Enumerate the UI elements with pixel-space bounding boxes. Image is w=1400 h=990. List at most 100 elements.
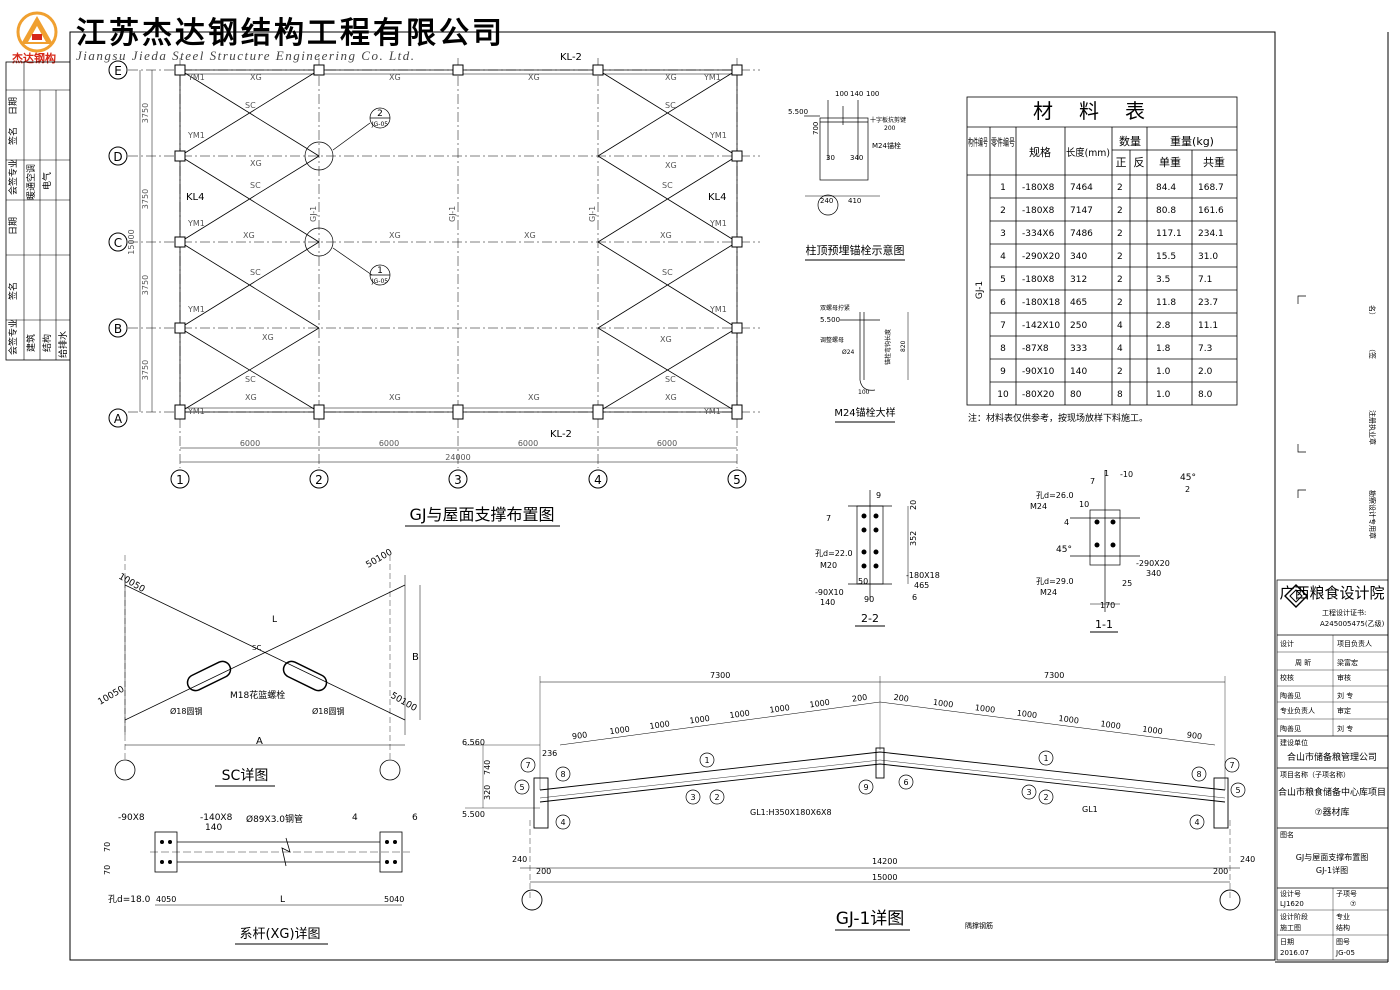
callout-num: 5 (1235, 786, 1240, 795)
col-label: YM1 (709, 219, 727, 228)
stamp-labels: 注册执业章 勘察设计专用章 （签 名） (1368, 305, 1377, 539)
span-dim: 1000 (932, 698, 953, 710)
note: 锚栓弯钩长度 (884, 329, 892, 365)
table-cell: 84.4 (1156, 183, 1176, 193)
elevation: 5.500 (462, 810, 485, 819)
table-cell: -180X8 (1022, 206, 1055, 216)
section-2-2 (848, 490, 909, 600)
note: -290X20 (1136, 559, 1170, 568)
tie-label: XG (660, 335, 672, 344)
institute-name: 广西粮食设计院 (1279, 584, 1384, 602)
note: M20 (820, 561, 837, 570)
span-dim: 900 (572, 730, 588, 741)
tie-label: XG (250, 73, 262, 82)
elevation: 5.500 (820, 316, 840, 324)
note: -90X8 (118, 813, 145, 823)
tie-label: XG (245, 393, 257, 402)
client-name: 合山市储备粮管理公司 (1287, 751, 1377, 763)
axis-label: E (114, 64, 122, 78)
dim: 6000 (379, 439, 399, 448)
stamp-label: 名） (1368, 305, 1377, 319)
table-cell: 2 (1117, 206, 1123, 216)
gj1-labels: 7300 7300 6.560 5.500 740 320 236 GL1:H3… (462, 671, 1255, 930)
col-label: YM1 (709, 305, 727, 314)
brace-label: SC (245, 375, 256, 384)
sub-project: ⑦器材库 (1314, 806, 1349, 818)
strip-label: 电气 (41, 172, 53, 190)
dim: 10050 (97, 684, 127, 707)
dim: 340 (850, 154, 863, 162)
stamp-label: 注册执业章 (1368, 410, 1377, 445)
dim: 6000 (240, 439, 260, 448)
field-label: 专业负责人 (1280, 706, 1315, 715)
company-name-cn: 江苏杰达钢结构工程有限公司 (76, 16, 505, 51)
table-cell: -334X6 (1022, 229, 1055, 239)
dim: A (256, 736, 263, 747)
dim: 3750 (141, 360, 150, 380)
table-cell: 8.0 (1198, 390, 1213, 400)
table-cell: 23.7 (1198, 298, 1218, 308)
drawing-frame (69, 31, 1276, 961)
table-cell: 2 (1117, 298, 1123, 308)
table-cell: 11.1 (1198, 321, 1218, 331)
plan-col-axes: 1 2 3 4 5 (170, 469, 747, 489)
callout-num: 2 (1043, 793, 1048, 802)
field-value: 梁富宏 (1337, 658, 1358, 667)
note: 调整螺母 (820, 336, 844, 344)
col-label: YM1 (187, 407, 205, 416)
dim: L (272, 615, 277, 625)
drawing-name: GJ与屋面支撑布置图 (1296, 852, 1369, 862)
table-cell: -90X10 (1022, 367, 1055, 377)
beam-label: KL-2 (550, 429, 572, 440)
table-cell: 340 (1070, 252, 1087, 262)
col-label: YM1 (703, 73, 721, 82)
dim: 4050 (156, 895, 176, 904)
table-cell: 7147 (1070, 206, 1093, 216)
brace-label: SC (662, 268, 673, 277)
tie-label: XG (524, 231, 536, 240)
table-cell: 2 (1117, 275, 1123, 285)
dim: 15000 (127, 229, 136, 254)
col-label: YM1 (187, 305, 205, 314)
span-dim: 200 (893, 693, 909, 704)
note: -140X8 (200, 813, 233, 823)
dim: 10050 (117, 572, 147, 595)
dim: 340 (1146, 569, 1161, 578)
brace-label: SC (665, 101, 676, 110)
field-label: 建设单位 (1280, 738, 1308, 747)
dim: 236 (542, 749, 557, 758)
dim: 200 (1213, 867, 1228, 876)
field-value: 陶善见 (1280, 691, 1301, 700)
callout-num: 1 (704, 756, 709, 765)
note: 200 (884, 125, 896, 132)
table-cell: 2 (1117, 229, 1123, 239)
table-cell: 8 (1117, 390, 1123, 400)
dim: 7300 (1044, 671, 1064, 680)
note: -180X18 (906, 571, 940, 580)
table-cell: 3 (1000, 229, 1006, 239)
table-cell: 1 (1000, 183, 1006, 193)
strip-label: 日期 (8, 217, 19, 235)
span-dim: 1000 (1142, 725, 1163, 737)
dim: B (412, 652, 419, 663)
table-cell: 234.1 (1198, 229, 1224, 239)
field-label: 审核 (1337, 673, 1351, 682)
dim: 25 (1122, 579, 1132, 588)
callout-num: 3 (1026, 788, 1031, 797)
callout-num: 8 (1196, 770, 1201, 779)
field-value: 结构 (1336, 923, 1350, 932)
plan-labels: 6000 6000 6000 6000 24000 3750 3750 3750… (127, 52, 727, 462)
callout-num: 4 (560, 818, 565, 827)
field-label: 校核 (1280, 673, 1294, 682)
callout-num: 7 (826, 514, 831, 523)
table-cell: -180X18 (1022, 298, 1060, 308)
dim: 70 (103, 865, 112, 875)
table-note: 注：材料表仅供参考，按现场放样下料施工。 (968, 412, 1148, 424)
xg-detail-title: 系杆(XG)详图 (239, 927, 320, 942)
tie-label: XG (665, 73, 677, 82)
table-cell: 9 (1000, 367, 1006, 377)
tie-label: XG (389, 73, 401, 82)
table-cell: 333 (1070, 344, 1087, 354)
gj1-frame (465, 676, 1241, 911)
col-header: 零件编号 (991, 136, 1015, 149)
